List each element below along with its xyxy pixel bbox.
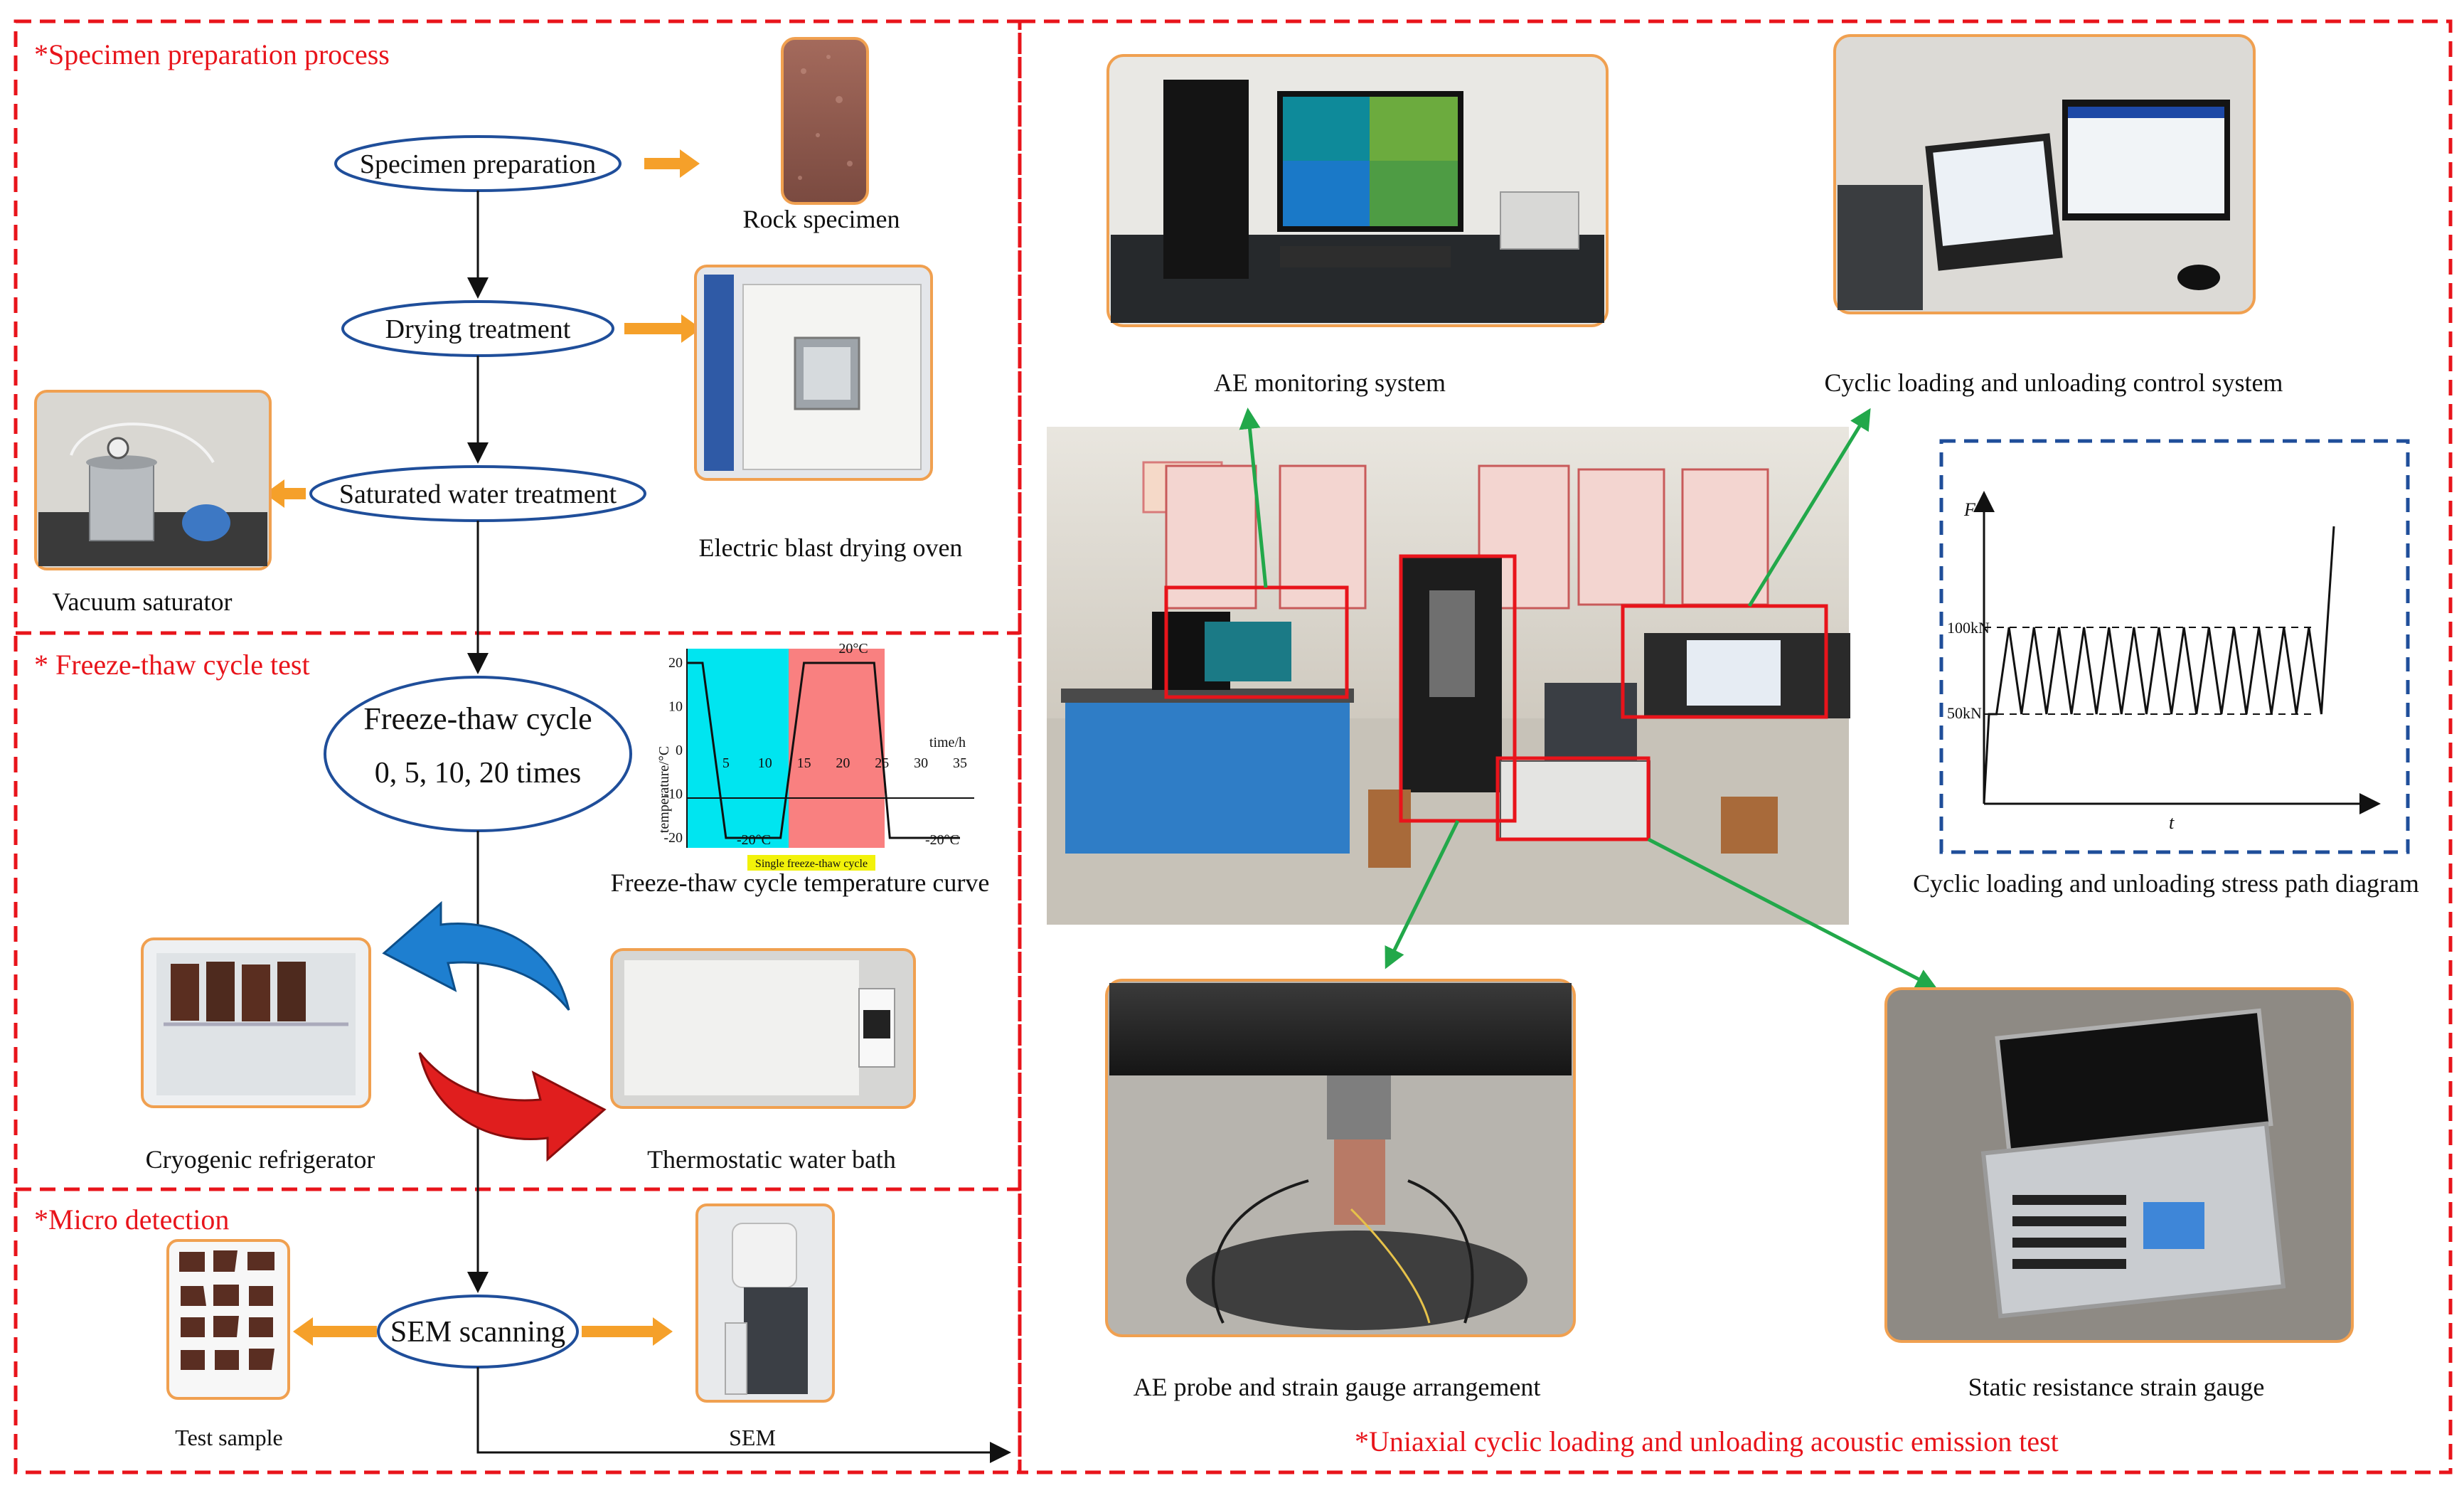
flow-node-sem: SEM scanning — [377, 1295, 579, 1369]
label-rock-specimen: Rock specimen — [743, 205, 900, 233]
right-frame — [1018, 19, 2453, 1474]
node-label-specimen-preparation: Specimen preparation — [360, 149, 596, 179]
label-temp-curve: Freeze-thaw cycle temperature curve — [611, 868, 990, 897]
section-frames — [14, 19, 2453, 1474]
label-refrigerator: Cryogenic refrigerator — [146, 1145, 375, 1174]
cycle-arrow-red — [418, 1052, 607, 1162]
warm-phase-band — [789, 649, 885, 848]
stress-path-chart: F t 100kN 50kN — [1939, 439, 2410, 854]
temperature-curve-chart: 20 10 0 -10 -20 5 10 15 20 25 30 35 temperature/°C… — [656, 641, 974, 871]
uniaxial-test-title: *Uniaxial cyclic loading and unloading a… — [1355, 1425, 2059, 1457]
photo-test-sample — [166, 1239, 290, 1400]
tc-xlabel: time/h — [929, 735, 966, 750]
photo-lab — [1047, 427, 1850, 925]
node-label-saturated: Saturated water treatment — [339, 479, 617, 509]
tc-annotation-low1: -20°C — [737, 832, 771, 848]
photo-water-bath — [610, 948, 916, 1109]
orange-arrow-to-vacuum — [265, 479, 306, 508]
photo-refrigerator — [141, 937, 371, 1108]
label-static-strain: Static resistance strain gauge — [1968, 1373, 2265, 1401]
tc-annotation-low2: -20°C — [925, 832, 959, 848]
flow-node-freeze-thaw: Freeze-thaw cycle 0, 5, 10, 20 times — [324, 676, 632, 832]
tc-xtick-label: 25 — [875, 755, 889, 771]
label-ae-probe: AE probe and strain gauge arrangement — [1134, 1373, 1541, 1401]
label-sem: SEM — [729, 1425, 776, 1450]
green-arrow-strain — [1647, 837, 1938, 989]
stress-chart-frame — [1939, 439, 2410, 854]
cold-phase-band — [687, 649, 789, 848]
label-test-sample: Test sample — [175, 1425, 283, 1450]
specimen-prep-title: *Specimen preparation process — [34, 38, 390, 70]
micro-detection-title: *Micro detection — [34, 1203, 229, 1235]
stress-path-series-line — [1983, 526, 2335, 804]
sp-ylabel: F — [1963, 499, 1976, 520]
node-label-freeze-thaw-2: 0, 5, 10, 20 times — [375, 757, 582, 790]
node-label-sem: SEM scanning — [390, 1316, 565, 1349]
label-cyclic-control: Cyclic loading and unloading control sys… — [1825, 368, 2283, 397]
tc-ytick-label: 10 — [668, 699, 683, 715]
label-oven: Electric blast drying oven — [699, 533, 963, 562]
cycle-arrows — [382, 900, 607, 1162]
photo-vacuum-saturator — [34, 390, 272, 570]
tc-annotation-top: 20°C — [838, 641, 868, 657]
tc-xtick-label: 5 — [722, 755, 730, 771]
highlight-strain — [1495, 756, 1650, 841]
highlight-ae — [1164, 585, 1349, 699]
label-stress-path: Cyclic loading and unloading stress path… — [1913, 869, 2419, 898]
sp-xlabel: t — [2169, 812, 2175, 833]
flow-node-specimen-preparation: Specimen preparation — [334, 135, 622, 192]
photo-sem — [695, 1203, 835, 1403]
tc-ytick-label: -20 — [663, 830, 683, 846]
orange-arrow-to-rock — [644, 149, 700, 178]
tc-ytick-label: 20 — [668, 655, 683, 671]
green-arrows — [1239, 408, 1938, 989]
freeze-thaw-title: * Freeze-thaw cycle test — [34, 649, 310, 681]
photo-static-strain — [1884, 987, 2354, 1343]
cycle-arrow-blue — [382, 900, 570, 1011]
tc-cycle-label: Single freeze-thaw cycle — [755, 858, 868, 870]
orange-arrows — [265, 149, 701, 1346]
green-arrow-control — [1747, 408, 1871, 607]
flow-arrows — [467, 191, 1011, 1463]
tc-ylabel: temperature/°C — [656, 746, 672, 833]
tc-cycle-highlight — [747, 855, 875, 871]
photo-oven — [694, 265, 933, 481]
green-arrow-ae — [1239, 408, 1268, 588]
photo-rock-specimen — [781, 37, 869, 205]
sp-lower-label: 50kN — [1947, 704, 1982, 722]
tc-xtick-label: 35 — [953, 755, 967, 771]
orange-arrow-to-oven — [624, 314, 701, 343]
arrow-sem-to-test — [476, 1367, 1011, 1463]
tc-xtick-label: 10 — [758, 755, 772, 771]
green-arrow-probe — [1385, 819, 1460, 969]
flow-node-saturated: Saturated water treatment — [309, 465, 646, 522]
label-ae-monitoring: AE monitoring system — [1214, 368, 1446, 397]
photo-ae-probe — [1105, 979, 1576, 1337]
node-label-freeze-thaw-1: Freeze-thaw cycle — [363, 701, 592, 736]
orange-arrow-to-sample — [293, 1317, 377, 1346]
flow-node-drying: Drying treatment — [341, 300, 614, 357]
tc-ytick-label: -10 — [663, 787, 683, 802]
tc-xtick-label: 15 — [797, 755, 811, 771]
photo-cyclic-control — [1833, 34, 2256, 314]
highlight-control — [1621, 604, 1828, 719]
temperature-series-line — [687, 661, 960, 839]
tc-xtick-label: 30 — [914, 755, 928, 771]
label-vacuum: Vacuum saturator — [53, 588, 233, 616]
photo-ae-monitoring — [1106, 54, 1609, 327]
tc-xtick-label: 20 — [836, 755, 850, 771]
sp-upper-label: 100kN — [1947, 619, 1990, 637]
tc-ytick-label: 0 — [676, 743, 683, 758]
label-water-bath: Thermostatic water bath — [647, 1145, 896, 1174]
orange-arrow-to-sem — [582, 1317, 673, 1346]
node-label-drying: Drying treatment — [385, 314, 571, 344]
